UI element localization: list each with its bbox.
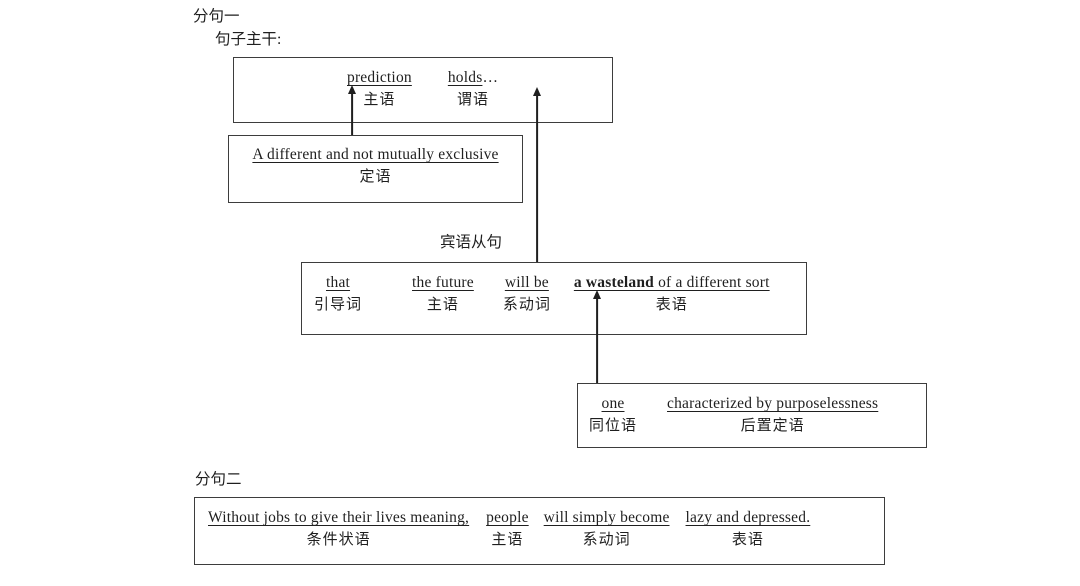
segment-text: Without jobs to give their lives meaning… bbox=[208, 509, 470, 526]
segment-text: a wasteland of a different sort bbox=[574, 273, 770, 292]
segment-role-label: 引导词 bbox=[314, 297, 363, 313]
arrowhead-up-icon bbox=[593, 290, 601, 299]
segment-role-label: 表语 bbox=[731, 532, 764, 548]
segment-role-label: 谓语 bbox=[456, 92, 489, 108]
segment-role-label: 同位语 bbox=[589, 418, 638, 434]
segment-role-label: 表语 bbox=[655, 297, 688, 313]
segment-predicative: lazy and depressed. 表语 bbox=[686, 508, 811, 550]
segment-conjunction: that 引导词 bbox=[314, 273, 362, 315]
segment-text: one bbox=[601, 395, 625, 412]
segment-text: will be bbox=[504, 274, 549, 291]
main-clause-box: prediction 主语 holds… 谓语 bbox=[233, 57, 613, 123]
arrow-shaft bbox=[536, 95, 538, 262]
segment-text: the future bbox=[412, 274, 474, 291]
segment-text: characterized by purposelessness bbox=[667, 395, 879, 412]
segment-role-label: 定语 bbox=[359, 169, 392, 185]
segment-text: prediction bbox=[347, 69, 412, 86]
segment-subject: people 主语 bbox=[486, 508, 529, 550]
segment-subject: prediction 主语 bbox=[347, 68, 412, 110]
segment-text: lazy and depressed. bbox=[685, 509, 811, 526]
segment-role-label: 条件状语 bbox=[306, 532, 371, 548]
arrow-shaft bbox=[596, 298, 598, 383]
clause2-label: 分句二 bbox=[195, 471, 242, 488]
arrowhead-up-icon bbox=[348, 85, 356, 94]
segment-linking-verb: will be 系动词 bbox=[503, 273, 551, 315]
arrow-shaft bbox=[351, 93, 353, 135]
predicate-word: holds bbox=[447, 69, 483, 86]
clause1-label: 分句一 bbox=[193, 8, 240, 25]
object-clause-label: 宾语从句 bbox=[440, 234, 503, 251]
attributive-box: A different and not mutually exclusive 定… bbox=[228, 135, 523, 203]
arrow-attributive-to-prediction bbox=[347, 85, 357, 135]
sentence-trunk-label: 句子主干: bbox=[215, 31, 282, 48]
arrow-object-clause-to-holds bbox=[532, 87, 542, 262]
segment-predicative: a wasteland of a different sort 表语 bbox=[574, 273, 770, 315]
arrowhead-up-icon bbox=[533, 87, 541, 96]
ellipsis: … bbox=[482, 69, 499, 86]
segment-role-label: 主语 bbox=[491, 532, 524, 548]
segment-post-attributive: characterized by purposelessness 后置定语 bbox=[667, 394, 878, 436]
segment-text: that bbox=[325, 274, 351, 291]
segment-text: A different and not mutually exclusive bbox=[252, 146, 499, 163]
segment-role-label: 主语 bbox=[426, 297, 459, 313]
segment-predicate: holds… 谓语 bbox=[448, 68, 498, 110]
segment-text: will simply become bbox=[543, 509, 670, 526]
segment-role-label: 后置定语 bbox=[740, 418, 805, 434]
segment-role-label: 系动词 bbox=[582, 532, 631, 548]
segment-attributive: A different and not mutually exclusive 定… bbox=[252, 145, 498, 187]
segment-text: holds… bbox=[448, 68, 498, 87]
object-clause-box: that 引导词 the future 主语 will be 系动词 a was… bbox=[301, 262, 807, 335]
predicative-rest: of a different sort bbox=[654, 274, 770, 291]
segment-text: people bbox=[486, 509, 529, 526]
segment-conditional-adverbial: Without jobs to give their lives meaning… bbox=[208, 508, 469, 550]
clause2-box: Without jobs to give their lives meaning… bbox=[194, 497, 885, 565]
segment-appositive: one 同位语 bbox=[589, 394, 637, 436]
segment-subject: the future 主语 bbox=[412, 273, 474, 315]
segment-role-label: 系动词 bbox=[502, 297, 551, 313]
appositive-box: one 同位语 characterized by purposelessness… bbox=[577, 383, 927, 448]
predicative-head: a wasteland bbox=[573, 274, 654, 291]
arrow-appositive-to-wasteland bbox=[592, 290, 602, 383]
segment-linking-verb: will simply become 系动词 bbox=[544, 508, 670, 550]
segment-role-label: 主语 bbox=[363, 92, 396, 108]
